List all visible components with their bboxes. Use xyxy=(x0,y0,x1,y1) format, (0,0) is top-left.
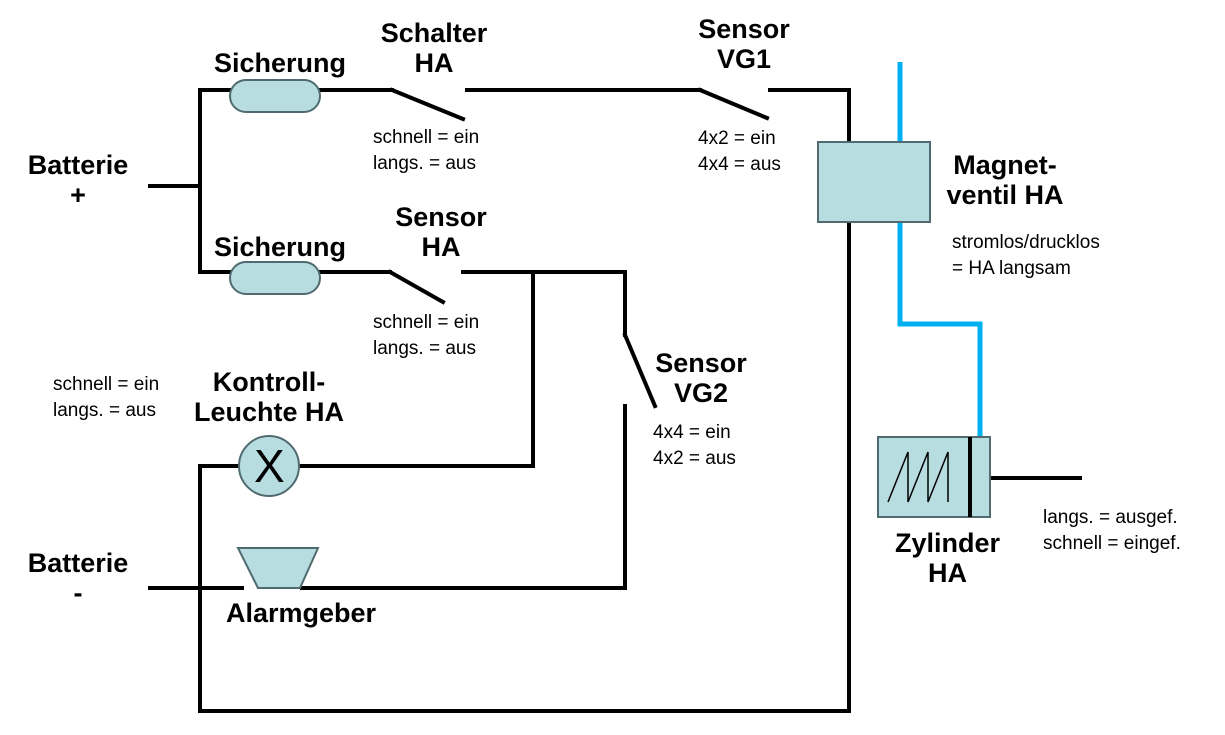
sensor-ha-note: schnell = ein langs. = aus xyxy=(373,312,480,360)
switch-ha-label: Schalter HA xyxy=(380,18,488,79)
sensor-vg1-label: Sensor VG1 xyxy=(698,14,790,75)
valve-label: Magnet- ventil HA xyxy=(946,150,1064,211)
sensor-ha-label: Sensor HA xyxy=(395,202,487,263)
lamp-label: Kontroll- Leuchte HA xyxy=(193,367,345,428)
cylinder-label: Zylinder HA xyxy=(894,528,1001,589)
cylinder-note: langs. = ausgef. schnell = eingef. xyxy=(1043,507,1181,555)
battery-minus-label: Batterie - xyxy=(27,548,129,609)
switch-ha-blade xyxy=(389,87,466,122)
valve-symbol xyxy=(817,141,931,223)
fuse-bottom-symbol xyxy=(229,261,321,295)
fuse-top-label: Sicherung xyxy=(213,48,347,78)
valve-note: stromlos/drucklos = HA langsam xyxy=(952,232,1100,280)
fuse-top-symbol xyxy=(229,79,321,113)
sensor-vg1-note: 4x2 = ein 4x4 = aus xyxy=(698,128,781,176)
fuse-bottom-label: Sicherung xyxy=(213,232,347,262)
sensor-vg2-label: Sensor VG2 xyxy=(655,348,747,409)
switch-ha-note: schnell = ein langs. = aus xyxy=(373,127,480,175)
alarm-symbol xyxy=(236,547,320,589)
sensor-vg2-blade xyxy=(622,332,658,409)
cylinder-symbol xyxy=(877,436,991,518)
sensor-ha-blade xyxy=(387,269,446,305)
lamp-x-icon: X xyxy=(254,440,285,492)
alarm-label: Alarmgeber xyxy=(225,598,377,628)
sensor-vg2-note: 4x4 = ein 4x2 = aus xyxy=(653,422,736,470)
lamp-symbol xyxy=(238,435,300,497)
battery-plus-label: Batterie + xyxy=(27,150,129,211)
sensor-vg1-blade xyxy=(697,87,770,121)
wires xyxy=(148,87,1082,713)
lamp-note: schnell = ein langs. = aus xyxy=(53,374,160,422)
